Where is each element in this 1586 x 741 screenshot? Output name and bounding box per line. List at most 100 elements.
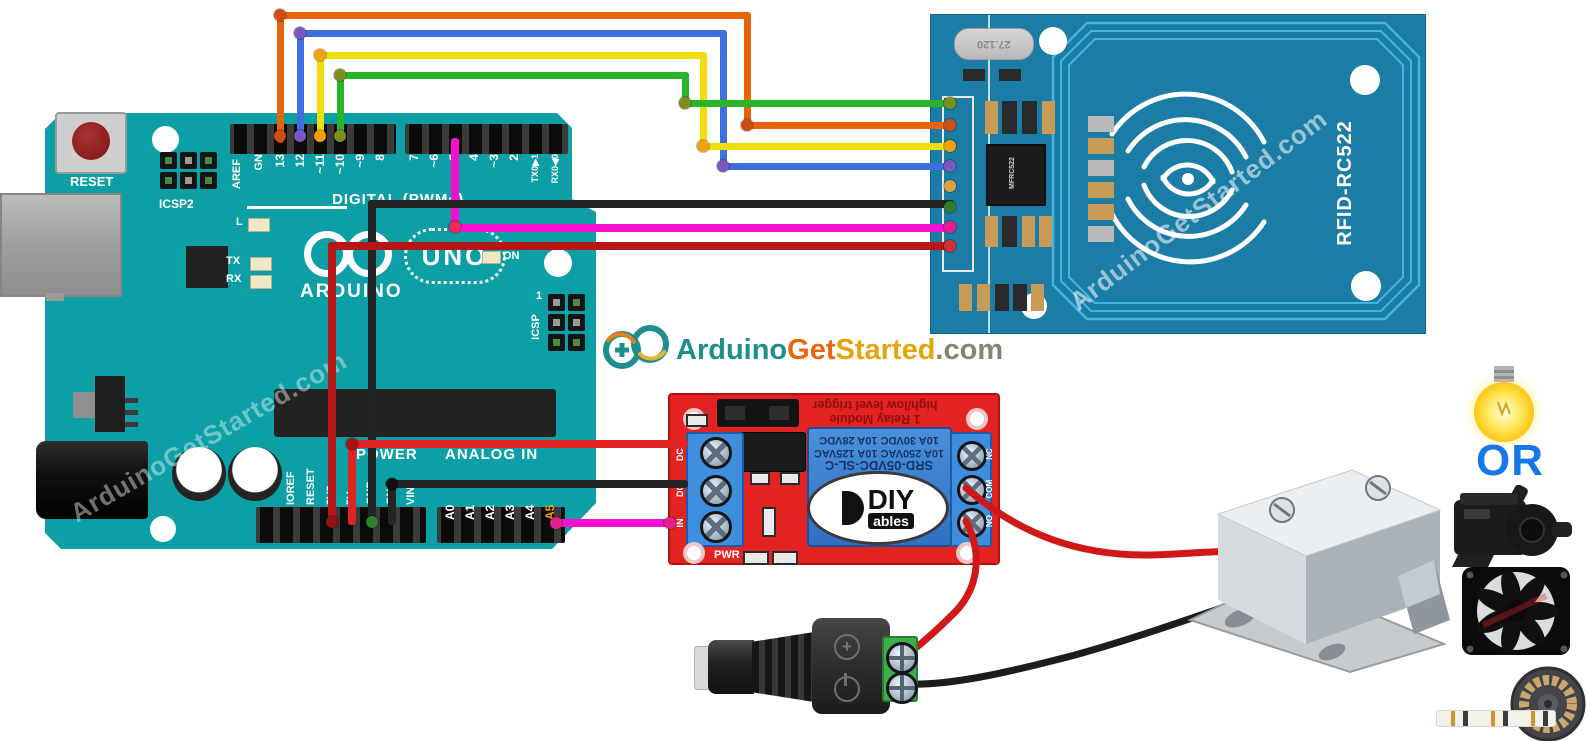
header-pin bbox=[180, 172, 197, 189]
silk-line bbox=[247, 206, 347, 209]
wire-joint bbox=[274, 130, 286, 142]
smd-component bbox=[1042, 101, 1055, 134]
wire-darkred-3v3 bbox=[328, 242, 954, 250]
header-pin bbox=[548, 294, 565, 311]
wire-magenta-rst bbox=[451, 224, 954, 232]
smd-component bbox=[1002, 216, 1017, 247]
header-pin bbox=[568, 334, 585, 351]
rfid-rc522-module: 27.120 bbox=[930, 14, 1426, 334]
power-mark-bar bbox=[844, 673, 847, 686]
latch-bolt-face bbox=[1398, 560, 1440, 608]
wire-joint bbox=[664, 517, 676, 529]
led-l-label: L bbox=[236, 216, 243, 228]
wire-black-gnd bbox=[368, 200, 376, 525]
wire-green bbox=[337, 72, 689, 79]
wire-green bbox=[682, 100, 954, 107]
smd-component bbox=[1088, 204, 1114, 220]
signal-icon bbox=[1109, 91, 1267, 265]
wire-joint bbox=[346, 438, 358, 450]
dc-power-jack: + bbox=[694, 616, 922, 716]
header-pin bbox=[568, 314, 585, 331]
light-bulb bbox=[1458, 366, 1550, 456]
diyables-brand-bottom: ables bbox=[867, 513, 915, 529]
mount-hole bbox=[1351, 271, 1381, 301]
wire-green bbox=[682, 72, 689, 107]
pin-label-vin: VIN bbox=[405, 486, 417, 505]
smd-component bbox=[750, 472, 770, 485]
irq-pad bbox=[944, 180, 956, 192]
relay-spec1: 10A 250VAC 10A 125VAC bbox=[813, 447, 945, 459]
power-header bbox=[256, 507, 426, 543]
header-pin bbox=[548, 334, 565, 351]
cooling-fan bbox=[1460, 565, 1574, 659]
led-rx-label: RX bbox=[226, 273, 242, 285]
smd-component bbox=[1031, 284, 1044, 311]
mount-hole bbox=[544, 249, 572, 277]
solenoid-lock bbox=[1182, 448, 1458, 674]
smd-component bbox=[743, 551, 769, 565]
wire-joint bbox=[679, 97, 691, 109]
or-label: OR bbox=[1476, 436, 1544, 485]
infinity-logo-icon bbox=[603, 325, 669, 369]
smd-component bbox=[686, 414, 708, 427]
smd-component bbox=[1088, 182, 1114, 198]
pin-label-a5: A5 bbox=[543, 504, 557, 520]
jack-ribs bbox=[752, 632, 814, 702]
icsp-label: ICSP bbox=[530, 314, 542, 340]
wire-joint bbox=[294, 27, 306, 39]
led-on bbox=[482, 251, 501, 264]
header-pin bbox=[180, 152, 197, 169]
wire-joint bbox=[314, 130, 326, 142]
wire-joint bbox=[944, 97, 956, 109]
wire-joint bbox=[326, 516, 338, 528]
icsp2-header bbox=[160, 152, 217, 189]
wire-joint bbox=[717, 160, 729, 172]
wire-joint bbox=[697, 140, 709, 152]
smd-component bbox=[1088, 160, 1114, 176]
wire-joint bbox=[741, 119, 753, 131]
wire-joint bbox=[334, 130, 346, 142]
smd-component bbox=[1022, 216, 1035, 247]
pin-label-a3: A3 bbox=[503, 504, 517, 520]
wire-joint bbox=[944, 160, 956, 172]
terminal-label-dcplus: DC+ bbox=[675, 442, 685, 462]
usb-connector bbox=[0, 193, 122, 297]
mount-hole bbox=[1039, 27, 1067, 55]
wire-joint bbox=[314, 49, 326, 61]
pin-label-aref: AREF bbox=[231, 159, 243, 189]
crystal-label: 27.120 bbox=[977, 38, 1011, 50]
header-pin bbox=[160, 152, 177, 169]
pin-label-a0: A0 bbox=[443, 504, 457, 520]
wire-magenta-rst bbox=[451, 138, 459, 231]
mount-hole bbox=[683, 542, 705, 564]
wire-joint bbox=[944, 201, 956, 213]
atmega-chip bbox=[274, 389, 556, 437]
smd-component bbox=[1088, 226, 1114, 242]
dc-barrel-jack bbox=[36, 441, 148, 519]
arduino-infinity-icon bbox=[304, 231, 350, 277]
wire-yellow bbox=[700, 143, 954, 150]
wire-joint bbox=[944, 221, 956, 233]
header-pin bbox=[568, 294, 585, 311]
capacitor bbox=[228, 447, 282, 501]
usb-connector-tab bbox=[46, 293, 64, 301]
terminal-screw bbox=[957, 441, 987, 471]
terminal-screw bbox=[700, 475, 732, 507]
smd-component bbox=[1022, 101, 1037, 134]
header-pin bbox=[548, 314, 565, 331]
mfrc522-chip bbox=[986, 144, 1046, 206]
smd-component bbox=[1002, 101, 1017, 134]
wire-blue bbox=[297, 30, 727, 37]
regulator-leg bbox=[124, 422, 138, 427]
wire-blue bbox=[297, 33, 304, 140]
pin-label-a4: A4 bbox=[523, 504, 537, 520]
smd-component bbox=[963, 69, 985, 81]
relay-box-text: SRD-05VDC-SL-C 10A 250VAC 10A 125VAC 10A… bbox=[811, 433, 947, 473]
voltage-regulator bbox=[95, 376, 125, 432]
smd-component bbox=[1088, 138, 1114, 154]
smd-component bbox=[772, 551, 798, 565]
body-right-face bbox=[1306, 510, 1440, 644]
analog-header bbox=[437, 507, 565, 543]
pin-label-11: ~11 bbox=[313, 154, 327, 174]
wire-blue bbox=[720, 163, 954, 170]
